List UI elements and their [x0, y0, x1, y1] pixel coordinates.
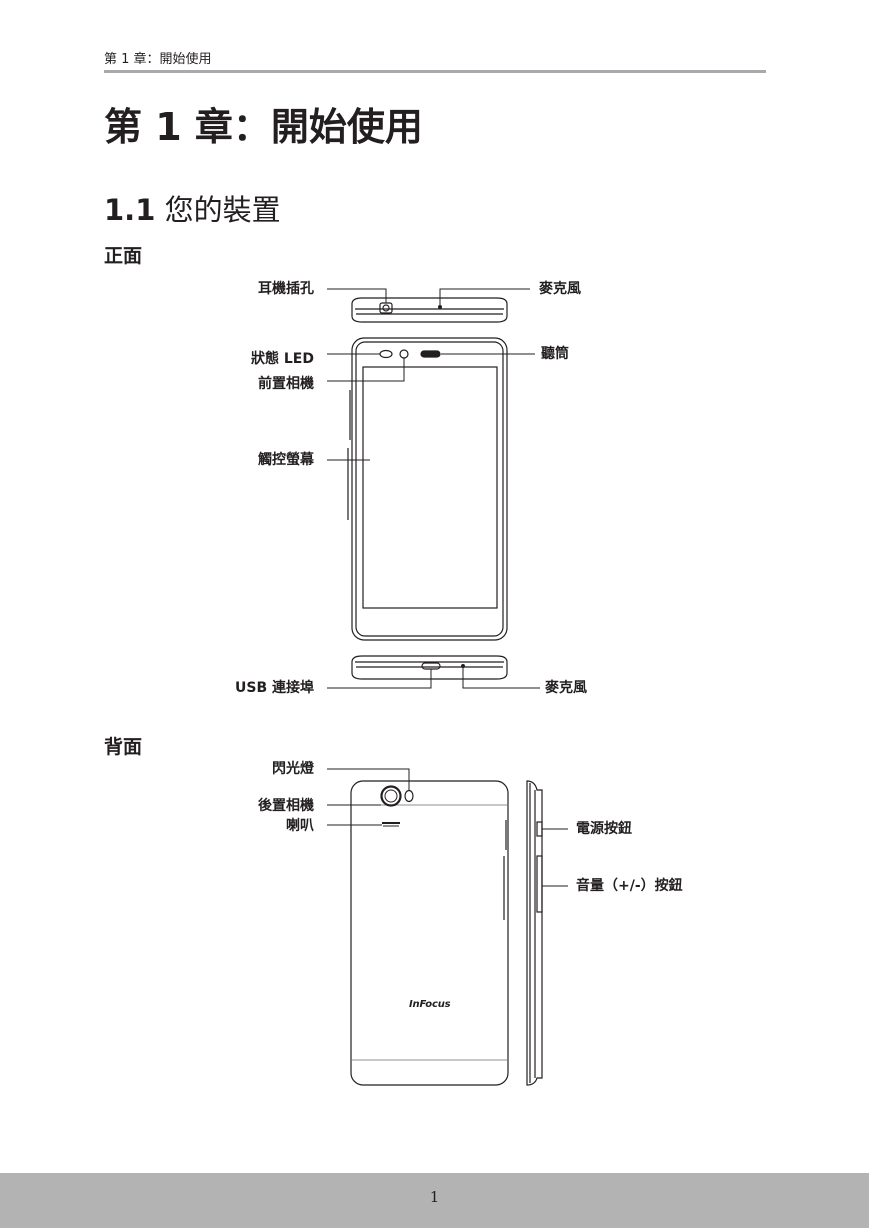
- phone-back: [350, 780, 509, 1086]
- running-header: 第 1 章：開始使用: [104, 52, 766, 73]
- bottom-mic-icon: [461, 663, 466, 668]
- chapter-title-text: 第 1 章：開始使用: [104, 105, 423, 149]
- front-camera-icon: [399, 349, 409, 359]
- headset-jack-icon: [382, 304, 390, 312]
- phone-top-edge: [351, 297, 508, 323]
- label-rear-camera: 後置相機: [258, 798, 314, 814]
- volume-button-icon: [536, 855, 543, 913]
- mic-hole-icon: [438, 305, 443, 310]
- earpiece-icon: [420, 350, 441, 358]
- brand-logo: InFocus: [409, 999, 451, 1010]
- label-usb-port: USB 連接埠: [235, 680, 314, 696]
- label-volume-button: 音量（+/-）按鈕: [576, 878, 683, 894]
- label-mic-bottom: 麥克風: [545, 680, 587, 696]
- label-mic-top: 麥克風: [539, 281, 581, 297]
- label-power-button: 電源按鈕: [576, 821, 632, 837]
- power-button-icon: [536, 821, 543, 837]
- label-headset-jack: 耳機插孔: [258, 281, 314, 297]
- rear-camera-icon: [380, 785, 402, 807]
- chapter-title: 第 1 章：開始使用: [104, 104, 423, 150]
- section-title-text: 您的裝置: [164, 193, 281, 227]
- touchscreen-area: [362, 366, 498, 609]
- footer-band: 1: [0, 1173, 869, 1228]
- label-front-camera: 前置相機: [258, 376, 314, 392]
- phone-side: [526, 780, 543, 1086]
- phone-bottom-edge: [351, 655, 508, 680]
- front-heading: 正面: [104, 245, 143, 267]
- leader-lines: [327, 288, 568, 887]
- status-led-icon: [379, 349, 393, 359]
- section-title: 1.1 您的裝置: [104, 191, 281, 229]
- label-touchscreen: 觸控螢幕: [258, 452, 314, 468]
- device-diagram: [327, 288, 568, 1086]
- flash-icon: [404, 789, 414, 803]
- back-heading: 背面: [104, 736, 143, 758]
- usb-port-icon: [421, 662, 441, 670]
- label-earpiece: 聽筒: [541, 346, 569, 362]
- phone-front: [347, 337, 508, 641]
- label-flash: 閃光燈: [272, 761, 314, 777]
- label-speaker: 喇叭: [286, 818, 314, 834]
- page-number: 1: [429, 1188, 440, 1206]
- section-number: 1.1: [104, 193, 156, 227]
- label-status-led: 狀態 LED: [251, 351, 314, 367]
